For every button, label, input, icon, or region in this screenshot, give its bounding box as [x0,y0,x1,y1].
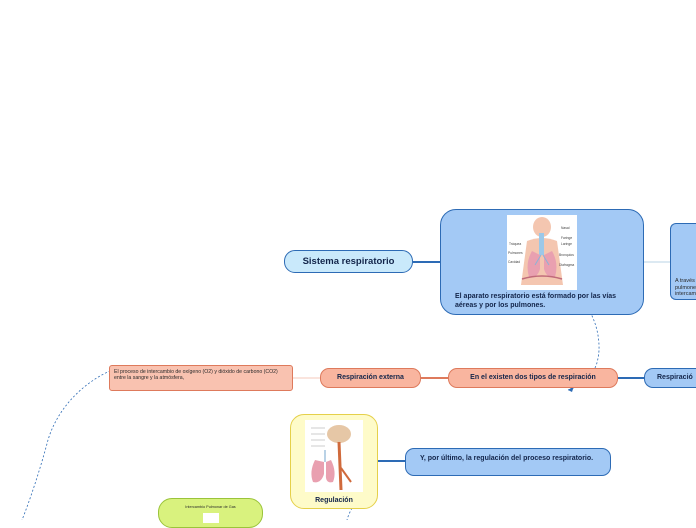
node-aparato-label: El aparato respiratorio está formado por… [455,293,617,309]
anat-label-diafragma: Diafragma [559,263,575,267]
node-tipos-label: En el existen dos tipos de respiración [470,374,596,381]
node-regulacion-description[interactable]: Y, por último, la regulación del proceso… [405,448,611,476]
green-node-thumbnail [203,513,219,523]
anat-label-pulmones: Pulmones [508,251,523,255]
node-right-line-1: A través [675,278,695,284]
brain-lungs-illustration [305,420,363,492]
node-tipos-respiracion[interactable]: En el existen dos tipos de respiración [448,368,618,388]
anat-label-cavidad: Cavidad [508,260,521,264]
anat-label-nasal: Nasal [561,226,570,230]
node-regulacion[interactable]: Regulación [290,414,378,509]
respiratory-system-illustration: Nasal Faringe Laringe Bronquios Diafragm… [507,215,577,290]
node-intercambio-pulmonar-partial[interactable]: Intercambio Pulmonar de Gas [158,498,263,528]
node-regulacion-desc-text: Y, por último, la regulación del proceso… [420,455,594,462]
node-respiracion-externa[interactable]: Respiración externa [320,368,421,388]
anat-label-traquea: Tráquea [509,242,522,246]
lungs-anatomy-icon [521,217,563,285]
node-aparato-respiratorio[interactable]: Nasal Faringe Laringe Bronquios Diafragm… [440,209,644,315]
node-externa-label: Respiración externa [337,374,404,381]
node-right-partial[interactable]: A través pulmone intercam [670,223,696,300]
link-aparato-tipos-dashed [567,311,600,391]
anat-label-laringe: Laringe [561,242,572,246]
anat-label-faringe: Faringe [561,236,573,240]
link-regulacion-dashed [346,507,353,520]
link-left-dashed-curve [21,367,119,520]
node-interna-label: Respiració [657,374,693,381]
node-sistema-respiratorio[interactable]: Sistema respiratorio [284,250,413,273]
node-sistema-label: Sistema respiratorio [302,256,395,267]
node-right-line-2: pulmone [675,285,696,291]
node-externa-description[interactable]: El proceso de intercambio de oxígeno (O2… [109,365,293,391]
node-green-title: Intercambio Pulmonar de Gas [185,505,236,509]
node-regulacion-label: Regulación [315,497,353,504]
node-respiracion-interna-partial[interactable]: Respiració [644,368,696,388]
node-externa-desc-text: El proceso de intercambio de oxígeno (O2… [114,369,278,381]
brain-lungs-icon [311,425,352,491]
node-right-line-3: intercam [675,291,696,297]
anat-label-bronquios: Bronquios [559,253,574,257]
